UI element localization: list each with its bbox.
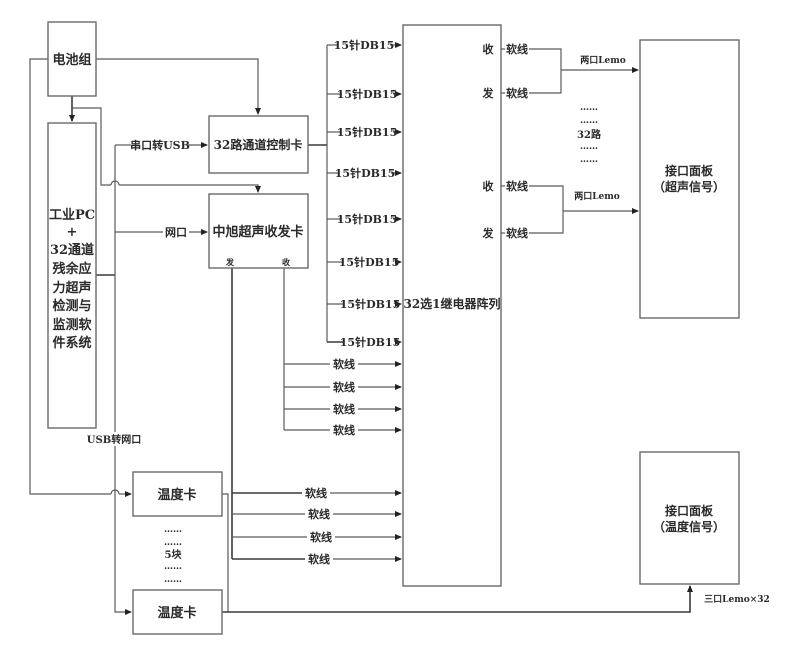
svg-text:……: ……: [164, 538, 182, 548]
svg-text:软线: 软线: [333, 402, 355, 416]
svg-text:收: 收: [483, 42, 494, 56]
relay-array-label: 32选1继电器阵列: [403, 296, 500, 311]
svg-text:15针DB15: 15针DB15: [339, 255, 399, 269]
battery-label: 电池组: [52, 52, 91, 68]
svg-text:软线: 软线: [310, 530, 332, 544]
channels-count-label: 32路: [577, 128, 602, 141]
svg-text:工业PC: 工业PC: [49, 207, 95, 223]
temp-card-1-box: [132, 471, 223, 517]
relay-soft-wire-labels: 软线 软线 软线 软线: [501, 42, 528, 240]
channels-ellipsis: …… …… 32路 …… ……: [577, 103, 602, 165]
rx-soft-wire-labels: 软线 软线 软线 软线: [333, 357, 355, 437]
pc-bus-vertical: [114, 145, 132, 615]
svg-text:软线: 软线: [308, 507, 330, 521]
rx-soft-wire-lines: [284, 361, 402, 433]
svg-text:软线: 软线: [333, 357, 355, 371]
svg-text:……: ……: [164, 575, 182, 585]
svg-text:软线: 软线: [506, 179, 528, 193]
svg-text:……: ……: [580, 142, 598, 152]
svg-text:收: 收: [483, 179, 494, 193]
svg-text:32通道: 32通道: [50, 242, 94, 258]
svg-text:软线: 软线: [506, 226, 528, 240]
network-port-label: 网口: [165, 226, 187, 239]
svg-text:软线: 软线: [305, 486, 327, 500]
svg-text:15针DB15: 15针DB15: [340, 335, 400, 349]
serial-to-usb-label: 串口转USB: [130, 138, 190, 152]
svg-text:……: ……: [164, 562, 182, 572]
lemo-two-port-label-2: 两口Lemo: [574, 191, 620, 202]
temp-card-1-out: [222, 493, 229, 612]
panel-temp-line2: （温度信号）: [653, 519, 725, 534]
svg-text:软线: 软线: [506, 86, 528, 100]
lemo-group-2-lines: [529, 185, 639, 234]
svg-text:软线: 软线: [308, 552, 330, 566]
lemo-three-port-label: 三口Lemo×32: [704, 594, 770, 605]
lemo-two-port-label-1: 两口Lemo: [580, 55, 626, 66]
battery-to-control-card-line: [96, 58, 261, 115]
usb-to-network-label: USB转网口: [87, 433, 141, 446]
svg-text:力超声: 力超声: [52, 280, 91, 296]
svg-text:发: 发: [482, 226, 495, 240]
control-card-label: 32路通道控制卡: [214, 137, 303, 152]
svg-text:监测软: 监测软: [52, 317, 91, 333]
svg-text:件系统: 件系统: [52, 335, 91, 351]
svg-text:软线: 软线: [506, 42, 528, 56]
control-card-box: [208, 115, 309, 174]
svg-text:15针DB15: 15针DB15: [337, 212, 397, 226]
temp-card-1-label: 温度卡: [157, 487, 196, 503]
temp-card-2-to-panel-line: [222, 585, 693, 613]
battery-to-temp-card-line: [29, 58, 111, 495]
db15-labels: 15针DB15 15针DB15 15针DB15 15针DB15 15针DB15 …: [334, 38, 400, 349]
relay-array-box: [402, 24, 502, 587]
svg-text:……: ……: [580, 155, 598, 165]
temp-cards-count-label: 5块: [165, 548, 183, 561]
tx-soft-wire-lines: [232, 490, 402, 562]
svg-text:检测与: 检测与: [52, 298, 91, 314]
temp-card-2-label: 温度卡: [157, 605, 196, 621]
svg-text:15针DB15: 15针DB15: [334, 38, 394, 52]
pc-box: [47, 122, 97, 429]
panel-ultrasonic-line1: 接口面板: [665, 163, 714, 178]
battery-box: [47, 21, 97, 97]
panel-temp-box: [639, 451, 740, 585]
battery-to-ultrasonic-card-arrow: [119, 184, 261, 193]
ultrasonic-card-label: 中旭超声收发卡: [212, 224, 303, 240]
svg-text:15针DB15: 15针DB15: [337, 125, 397, 139]
db15-lines: [327, 42, 402, 345]
lemo-group-1-lines: [529, 48, 639, 94]
tx-soft-wire-labels: 软线 软线 软线 软线: [305, 486, 332, 566]
ultrasonic-card-tx-label: 发: [225, 257, 235, 267]
svg-text:15针DB15: 15针DB15: [340, 297, 400, 311]
ultrasonic-card-box: [208, 193, 309, 269]
temp-cards-ellipsis: …… …… 5块 …… ……: [164, 525, 182, 585]
svg-text:……: ……: [580, 116, 598, 126]
battery-to-ultrasonic-card-line: [72, 107, 111, 186]
ultrasonic-card-rx-label: 收: [282, 257, 290, 267]
panel-ultrasonic-box: [639, 39, 740, 319]
svg-text:15针DB15: 15针DB15: [337, 87, 397, 101]
relay-port-labels: 收 发 收 发: [482, 42, 495, 240]
svg-text:残余应: 残余应: [52, 261, 91, 277]
svg-text:软线: 软线: [333, 380, 355, 394]
svg-text:……: ……: [164, 525, 182, 535]
panel-ultrasonic-line2: （超声信号）: [653, 179, 725, 194]
svg-text:15针DB15: 15针DB15: [335, 166, 395, 180]
svg-text:……: ……: [580, 103, 598, 113]
svg-text:软线: 软线: [333, 423, 355, 437]
temp-card-2-box: [132, 589, 223, 635]
panel-temp-line1: 接口面板: [665, 503, 714, 518]
pc-label: 工业PC + 32通道 残余应 力超声 检测与 监测软 件系统: [49, 207, 95, 351]
svg-text:发: 发: [482, 86, 495, 100]
svg-text:+: +: [67, 225, 78, 240]
